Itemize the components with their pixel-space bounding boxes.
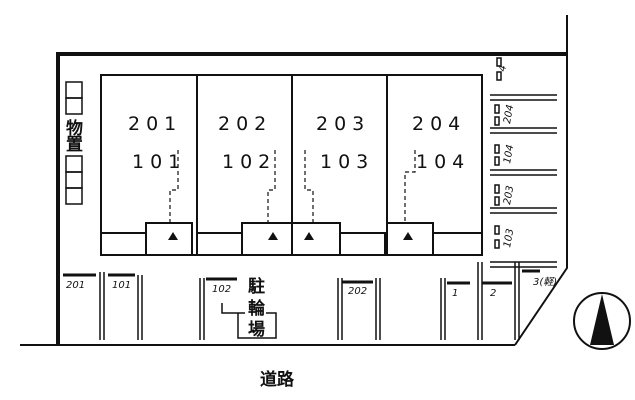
bottom-parking: [63, 262, 540, 340]
parking-right-203: 203: [502, 185, 516, 206]
unit-104: 104: [416, 151, 470, 173]
bicycle-parking-label-3: 場: [248, 320, 265, 340]
bicycle-parking-label-2: 輪: [248, 298, 266, 319]
north-arrow-icon: [573, 292, 631, 350]
lower-unit-labels: 101 102 103 104: [132, 151, 470, 173]
unit-203: 203: [316, 113, 370, 135]
parking-right-204: 204: [502, 104, 516, 125]
entrance-markers: [168, 232, 413, 240]
unit-103: 103: [320, 151, 374, 173]
upper-unit-labels: 201 202 203 204: [128, 113, 466, 135]
parking-202: 202: [348, 286, 367, 297]
unit-101: 101: [132, 151, 186, 173]
unit-202: 202: [218, 113, 272, 135]
building: [100, 74, 483, 256]
storage: 物 置: [65, 81, 83, 205]
parking-101: 101: [112, 280, 131, 291]
parking-right-4: 4: [497, 64, 509, 72]
interior-dashed-lines: [169, 150, 416, 222]
parking-1: 1: [452, 288, 458, 299]
parking-3-kei: 3(軽): [533, 276, 557, 288]
parking-2: 2: [490, 288, 496, 299]
parking-201: 201: [66, 280, 85, 291]
unit-201: 201: [128, 113, 182, 135]
unit-204: 204: [412, 113, 466, 135]
unit-102: 102: [222, 151, 276, 173]
road-label: 道路: [260, 369, 295, 390]
bicycle-parking-label-1: 駐: [248, 276, 265, 297]
parking-right-103: 103: [502, 228, 516, 249]
property-boundary: [20, 15, 568, 346]
storage-label-2: 置: [66, 135, 83, 155]
parking-right-104: 104: [502, 144, 516, 165]
storage-label-1: 物: [66, 118, 83, 139]
right-parking: [490, 57, 557, 268]
parking-102: 102: [212, 284, 231, 295]
